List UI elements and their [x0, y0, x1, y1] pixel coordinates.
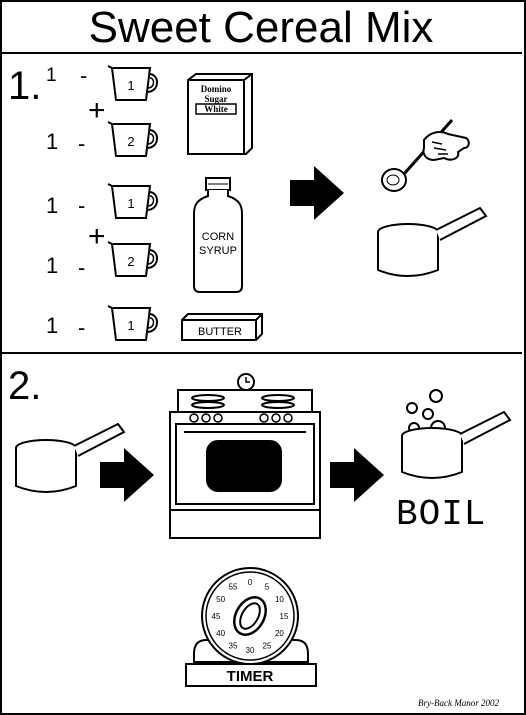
- stove-icon: [169, 373, 321, 539]
- cup-3-label: 1: [127, 196, 134, 211]
- cup-2-label: 2: [127, 134, 134, 149]
- timer-dial-number: 40: [216, 629, 225, 638]
- qty-5-dash: -: [78, 315, 86, 340]
- qty-3-dash: -: [78, 193, 86, 218]
- qty-1-amount: 1: [46, 65, 57, 86]
- hand-spoon-icon: [381, 119, 470, 192]
- timer-dial-number: 20: [275, 629, 284, 638]
- syrup-label-1: CORN: [202, 231, 234, 243]
- timer-dial-number: 50: [216, 595, 225, 604]
- cup-4-label: 2: [127, 254, 134, 269]
- step-divider: [0, 352, 522, 354]
- boiling-pot-icon: [401, 389, 512, 479]
- arrow-right-icon: [100, 448, 154, 502]
- cup-5-label: 1: [127, 318, 134, 333]
- timer-dial-number: 45: [212, 612, 221, 621]
- qty-4-amount: 1: [46, 253, 59, 278]
- bubbles-icon: [406, 389, 446, 436]
- timer-dial-number: 15: [280, 612, 289, 621]
- qty-2-amount: 1: [46, 129, 59, 154]
- sugar-box-icon: Domino Sugar White: [187, 73, 253, 155]
- measuring-cup-icon: 1: [107, 305, 158, 341]
- arrow-right-icon: [330, 448, 384, 502]
- qty-3-amount: 1: [46, 193, 59, 218]
- saucepan-icon: [15, 422, 126, 493]
- timer-dial-number: 0: [248, 578, 253, 587]
- sugar-word: Sugar: [204, 94, 227, 104]
- step1-number: 1.: [8, 64, 42, 108]
- timer-dial-number: 30: [246, 646, 255, 655]
- step2-number: 2.: [8, 364, 42, 408]
- title-divider: [0, 52, 522, 54]
- timer-label: TIMER: [226, 668, 274, 685]
- qty-1-dash: -: [80, 63, 88, 88]
- timer-dial-number: 25: [263, 641, 272, 650]
- qty-5-amount: 1: [46, 313, 59, 338]
- timer-dial-number: 55: [229, 583, 238, 592]
- qty-4-dash: -: [78, 255, 86, 280]
- cup-1-label: 1: [127, 78, 134, 93]
- measuring-cup-icon: 2: [107, 121, 158, 157]
- measuring-cup-icon: 1: [107, 65, 158, 101]
- butter-stick-icon: BUTTER: [181, 313, 263, 341]
- plus-sign-1: +: [88, 94, 106, 127]
- timer-dial-number: 35: [229, 641, 238, 650]
- sugar-brand: Domino: [201, 84, 232, 94]
- saucepan-icon: [377, 206, 488, 277]
- boil-label: BOIL: [396, 494, 487, 535]
- measuring-cup-icon: 1: [107, 183, 158, 219]
- butter-label: BUTTER: [198, 326, 242, 338]
- page-title: Sweet Cereal Mix: [88, 3, 434, 52]
- timer-dial-number: 10: [275, 595, 284, 604]
- qty-2-dash: -: [78, 131, 86, 156]
- credit-text: Bry-Back Manor 2002: [418, 698, 499, 708]
- syrup-bottle-icon: CORN SYRUP: [193, 177, 243, 293]
- arrow-right-icon: [290, 166, 344, 220]
- plus-sign-2: +: [88, 220, 106, 253]
- sugar-type: White: [204, 104, 228, 114]
- timer-dial-number: 5: [265, 583, 270, 592]
- measuring-cup-icon: 2: [107, 241, 158, 277]
- syrup-label-2: SYRUP: [199, 245, 237, 257]
